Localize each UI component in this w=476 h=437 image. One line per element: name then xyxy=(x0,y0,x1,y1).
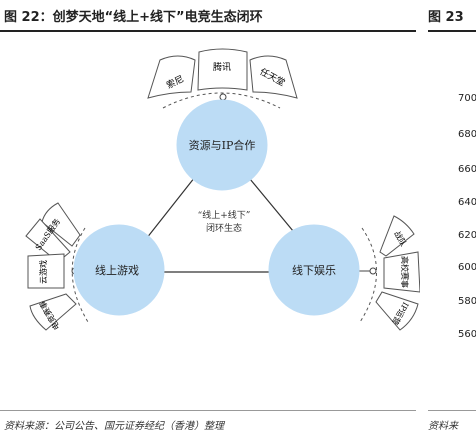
title-rule xyxy=(0,30,416,32)
next-source-rule xyxy=(428,410,476,411)
node-label-top: 资源与IP合作 xyxy=(189,138,256,152)
y-tick: 620 xyxy=(458,230,476,241)
y-tick: 660 xyxy=(458,164,476,175)
right-arc xyxy=(359,227,377,323)
next-figure-title: 图 23 xyxy=(428,10,464,25)
y-tick: 600 xyxy=(458,262,476,273)
fan-sony: 索尼 xyxy=(147,55,196,99)
next-source-note: 资料来 xyxy=(428,421,458,432)
center-label-line2: 闭环生态 xyxy=(206,222,242,234)
ecosystem-diagram: 索尼 腾讯 任天堂 SaaS服务 云游戏 电竞赛事 战队 高校赛事 IP运营 xyxy=(25,48,420,332)
y-tick: 680 xyxy=(458,129,476,140)
top-joint xyxy=(219,93,227,101)
center-label-line1: “线上+线下” xyxy=(198,209,251,221)
source-rule xyxy=(0,410,416,411)
node-online-games xyxy=(73,224,165,316)
fan-college-events: 高校赛事 xyxy=(383,251,420,293)
y-tick: 560 xyxy=(458,329,476,340)
fan-ip-operations: IP运营 xyxy=(375,291,419,331)
fan-esports-events: 电竞赛事 xyxy=(29,293,77,332)
fan-label: 高校赛事 xyxy=(400,256,410,288)
fan-label: 腾讯 xyxy=(213,61,231,73)
node-resources-ip xyxy=(176,99,268,191)
fan-cloud-gaming: 云游戏 xyxy=(27,253,65,289)
fan-tencent: 腾讯 xyxy=(197,48,248,91)
node-offline-entertainment xyxy=(268,224,360,316)
node-label-right: 线下娱乐 xyxy=(292,263,336,277)
triangle-connector xyxy=(118,143,329,273)
fan-label: 云游戏 xyxy=(38,260,48,284)
fan-saas: SaaS服务 xyxy=(25,202,81,263)
right-joint xyxy=(369,267,377,275)
node-label-left: 线上游戏 xyxy=(95,263,139,277)
top-arc xyxy=(162,92,281,109)
y-tick: 640 xyxy=(458,197,476,208)
figure-title: 图 22：创梦天地“线上+线下”电竞生态闭环 xyxy=(4,10,263,25)
fan-nintendo: 任天堂 xyxy=(249,55,298,99)
fan-team: 战队 xyxy=(379,215,415,257)
next-title-rule xyxy=(428,30,476,32)
source-note: 资料来源：公司公告、国元证券经纪（香港）整理 xyxy=(4,421,224,432)
y-tick: 580 xyxy=(458,296,476,307)
y-tick: 700 xyxy=(458,93,476,104)
